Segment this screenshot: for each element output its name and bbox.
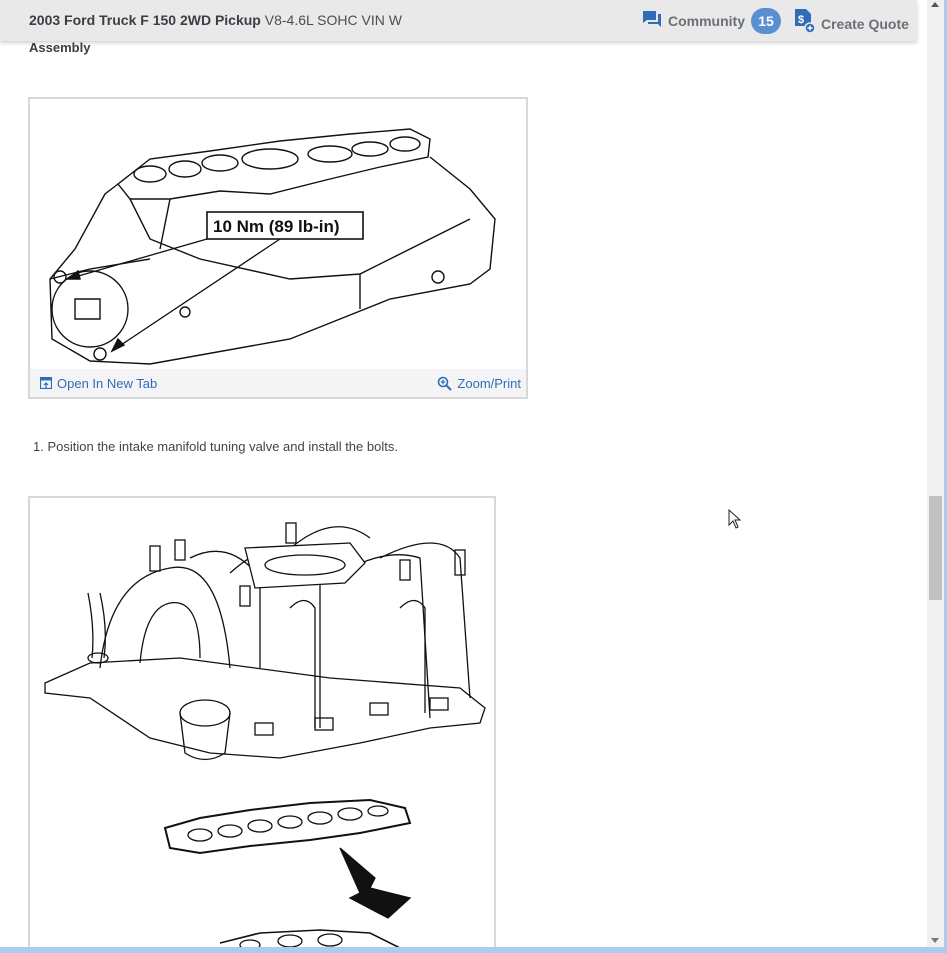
vehicle-title: 2003 Ford Truck F 150 2WD Pickup V8-4.6L…: [29, 12, 402, 28]
community-button[interactable]: Community 15: [642, 8, 781, 34]
window-edge-bottom: [0, 947, 947, 953]
zoom-print-link[interactable]: Zoom/Print: [437, 376, 521, 391]
vertical-scrollbar[interactable]: [927, 0, 944, 947]
zoom-print-label: Zoom/Print: [457, 375, 521, 391]
figure-tuning-valve: 10 Nm (89 lb-in) Open In New Tab Zoom/Pr…: [28, 97, 528, 399]
dollar-document-plus-icon: $: [793, 8, 817, 39]
scroll-up-arrow-icon[interactable]: [931, 2, 939, 7]
window-edge-right: [944, 0, 947, 953]
scroll-down-arrow-icon[interactable]: [931, 938, 939, 943]
chat-bubbles-icon: [642, 10, 662, 33]
create-quote-button[interactable]: $ Create Quote: [793, 8, 909, 39]
community-count-badge: 15: [751, 8, 781, 34]
engine-spec: V8-4.6L SOHC VIN W: [264, 12, 402, 28]
scrollbar-thumb[interactable]: [929, 496, 942, 600]
torque-callout: 10 Nm (89 lb-in): [213, 217, 340, 236]
intake-manifold-diagram[interactable]: [30, 498, 494, 947]
community-label: Community: [668, 13, 745, 29]
zoom-in-icon: [438, 376, 453, 391]
tuning-valve-diagram[interactable]: 10 Nm (89 lb-in): [30, 99, 526, 369]
instruction-step-1: 1. Position the intake manifold tuning v…: [33, 439, 398, 454]
mouse-pointer-icon: [728, 508, 742, 534]
figure-actions: Open In New Tab Zoom/Print: [30, 369, 526, 397]
open-new-tab-icon: [40, 377, 52, 389]
open-in-new-tab-link[interactable]: Open In New Tab: [40, 376, 157, 391]
section-heading: Assembly: [29, 40, 91, 55]
open-in-new-tab-label: Open In New Tab: [57, 375, 158, 391]
vehicle-name: 2003 Ford Truck F 150 2WD Pickup: [29, 12, 261, 28]
vehicle-header: 2003 Ford Truck F 150 2WD Pickup V8-4.6L…: [0, 0, 917, 41]
svg-text:$: $: [798, 14, 804, 26]
page-viewport: 2003 Ford Truck F 150 2WD Pickup V8-4.6L…: [0, 0, 917, 947]
figure-intake-manifold: [28, 496, 496, 947]
create-quote-label: Create Quote: [821, 15, 909, 32]
